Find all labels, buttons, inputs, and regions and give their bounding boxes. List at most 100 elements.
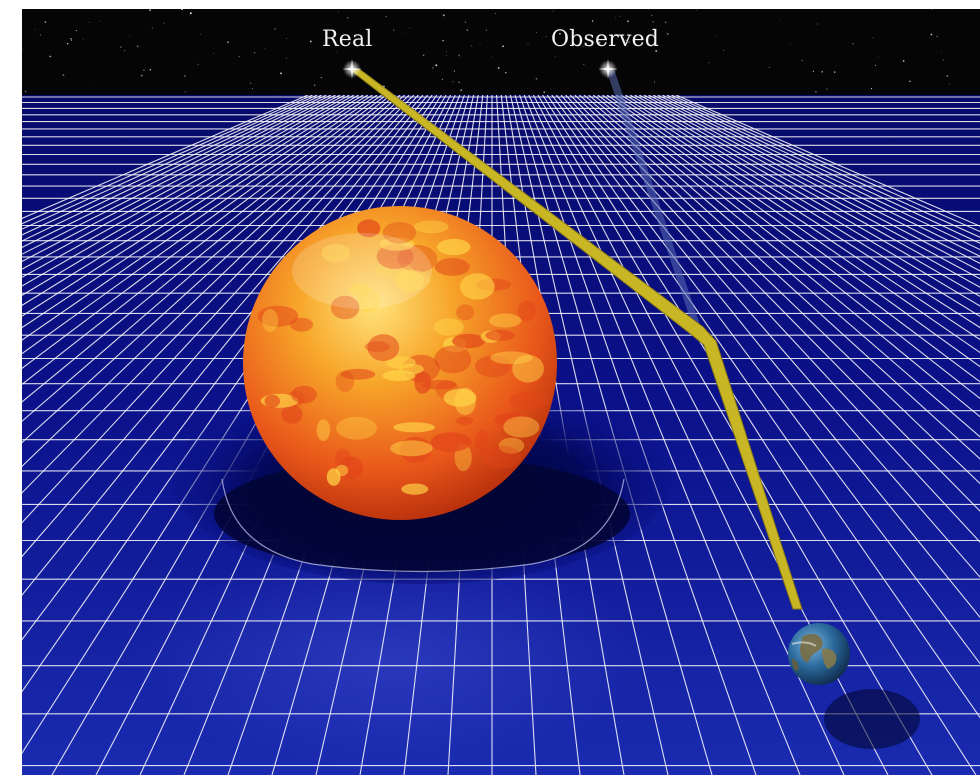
- sky-star: [39, 34, 42, 36]
- grid-line: [666, 95, 980, 238]
- grid-line: [22, 95, 309, 220]
- grid-line: [22, 95, 382, 355]
- sky-star: [696, 9, 698, 11]
- sky-star: [625, 39, 627, 41]
- sky-star: [654, 81, 656, 83]
- sky-star: [34, 29, 36, 30]
- grid-line: [652, 95, 980, 257]
- grid-line: [574, 95, 980, 485]
- background-stars: [22, 9, 950, 94]
- sun-surface-patch: [512, 354, 544, 383]
- sky-star: [543, 91, 545, 93]
- sky-star: [458, 81, 460, 84]
- sky-star: [610, 44, 613, 46]
- grid-line: [555, 95, 980, 619]
- sun-surface-patch: [475, 430, 490, 456]
- sky-star: [238, 55, 240, 58]
- grid-line: [634, 95, 980, 288]
- sky-star: [149, 9, 151, 11]
- sky-star: [582, 45, 584, 47]
- sky-star: [946, 75, 949, 78]
- sun-surface-patch: [390, 440, 433, 457]
- sky-star: [559, 32, 561, 35]
- sky-star: [249, 82, 252, 84]
- sky-star: [909, 80, 911, 83]
- grid-line: [606, 95, 980, 354]
- grid-line: [629, 95, 980, 297]
- grid-line: [597, 95, 980, 383]
- sun-surface-patch: [340, 368, 376, 380]
- sun-surface-patch: [367, 334, 400, 361]
- grid-line: [22, 95, 405, 444]
- sun-surface-patch: [316, 419, 331, 442]
- sky-star: [358, 38, 360, 39]
- sun-surface-patch: [336, 416, 377, 440]
- sky-star: [136, 45, 139, 48]
- sky-star: [44, 21, 47, 23]
- sky-star: [409, 27, 411, 29]
- sky-star: [338, 10, 340, 12]
- grid-line: [611, 95, 980, 341]
- sky-star: [442, 40, 444, 42]
- sun-surface-patch: [330, 295, 360, 320]
- sun-surface-patch: [455, 416, 474, 425]
- sun-surface-patch: [291, 385, 317, 404]
- sky-star: [66, 42, 69, 45]
- sky-star: [453, 70, 455, 72]
- sky-star: [834, 71, 836, 73]
- grid-line: [602, 95, 980, 368]
- sky-star: [768, 66, 770, 68]
- sky-star: [446, 54, 447, 56]
- sky-star: [464, 21, 466, 23]
- sky-star: [790, 43, 792, 44]
- sky-star: [62, 74, 65, 77]
- sky-star: [815, 90, 817, 93]
- sun-surface-patch: [456, 304, 475, 321]
- grid-line: [583, 95, 980, 438]
- sky-star: [655, 49, 658, 52]
- real-star-label: Real: [322, 27, 373, 52]
- sun-surface-patch: [382, 221, 417, 244]
- sky-star: [821, 71, 823, 73]
- sky-star: [466, 29, 469, 31]
- grid-line: [22, 95, 327, 242]
- sun-surface-patch: [490, 351, 533, 365]
- sky-star: [274, 28, 276, 30]
- sky-star: [648, 9, 650, 10]
- sky-star: [89, 22, 90, 23]
- sky-star: [878, 56, 879, 58]
- sky-star: [253, 52, 256, 54]
- sky-star: [303, 92, 305, 94]
- sky-star: [591, 20, 594, 22]
- sky-star: [852, 43, 854, 45]
- sky-star: [535, 31, 537, 33]
- sky-star: [545, 36, 547, 38]
- sun-surface-patch: [414, 371, 432, 394]
- sky-star: [402, 32, 404, 34]
- earth-icon: [788, 623, 850, 685]
- sun-surface-patch: [494, 413, 533, 427]
- sun-surface-patch: [454, 387, 477, 416]
- sky-star: [70, 39, 73, 41]
- sun-surface-patch: [393, 422, 435, 433]
- grid-line: [643, 95, 980, 272]
- sky-star: [527, 87, 529, 89]
- sky-star: [470, 45, 473, 47]
- grid-line: [671, 95, 980, 233]
- sky-star: [22, 49, 23, 51]
- sky-star: [366, 29, 368, 31]
- sky-star: [627, 20, 629, 23]
- sun-surface-patch: [398, 363, 424, 375]
- observed-star-label: Observed: [551, 27, 660, 52]
- sun-surface-patch: [482, 445, 521, 469]
- grid-line: [22, 95, 323, 236]
- sky-star: [335, 51, 337, 53]
- grid-line: [657, 95, 980, 251]
- sun-surface-patch: [401, 483, 429, 495]
- sky-star: [716, 35, 717, 37]
- sun-surface-patch: [433, 318, 464, 336]
- diagram-canvas: [22, 9, 980, 775]
- sun-surface-patch: [321, 244, 351, 263]
- sky-star: [181, 9, 183, 11]
- sky-star: [949, 83, 950, 85]
